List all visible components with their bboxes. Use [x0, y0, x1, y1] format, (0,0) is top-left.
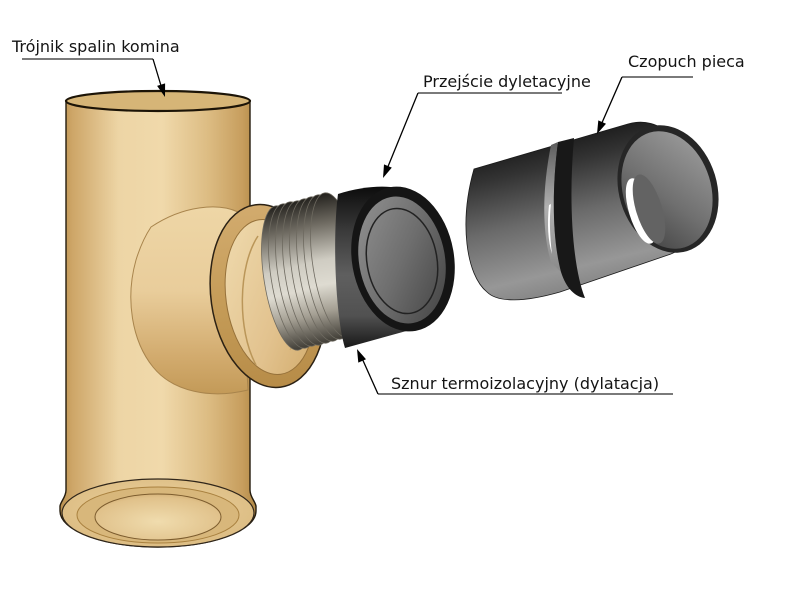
flue-pipe-open-end — [617, 125, 719, 253]
leader-trojnik — [22, 58, 166, 97]
stove-flue-pipe — [465, 121, 719, 301]
label-czopuch-pieca: Czopuch pieca — [628, 52, 745, 71]
arrowhead-icon — [597, 120, 606, 134]
tee-bottom-bore — [94, 493, 222, 541]
adapter-ring-opening — [351, 186, 455, 332]
arrowhead-icon — [383, 164, 392, 178]
leader-czopuch — [597, 76, 693, 134]
arrowhead-icon — [357, 349, 366, 363]
tee-top-face — [64, 89, 252, 113]
flue-pipe-seam — [544, 138, 585, 298]
label-przejscie-dyletacyjne: Przejście dyletacyjne — [423, 72, 591, 91]
leader-lines — [22, 58, 693, 395]
labels: Trójnik spalin komina Przejście dyletacy… — [11, 37, 745, 393]
arrowhead-icon — [157, 83, 166, 97]
label-trojnik-spalin-komina: Trójnik spalin komina — [11, 37, 180, 56]
leader-przejscie — [383, 92, 562, 178]
label-sznur-termoizolacyjny: Sznur termoizolacyjny (dylatacja) — [391, 374, 659, 393]
leader-sznur — [357, 349, 673, 395]
dilatation-adapter — [261, 186, 455, 351]
